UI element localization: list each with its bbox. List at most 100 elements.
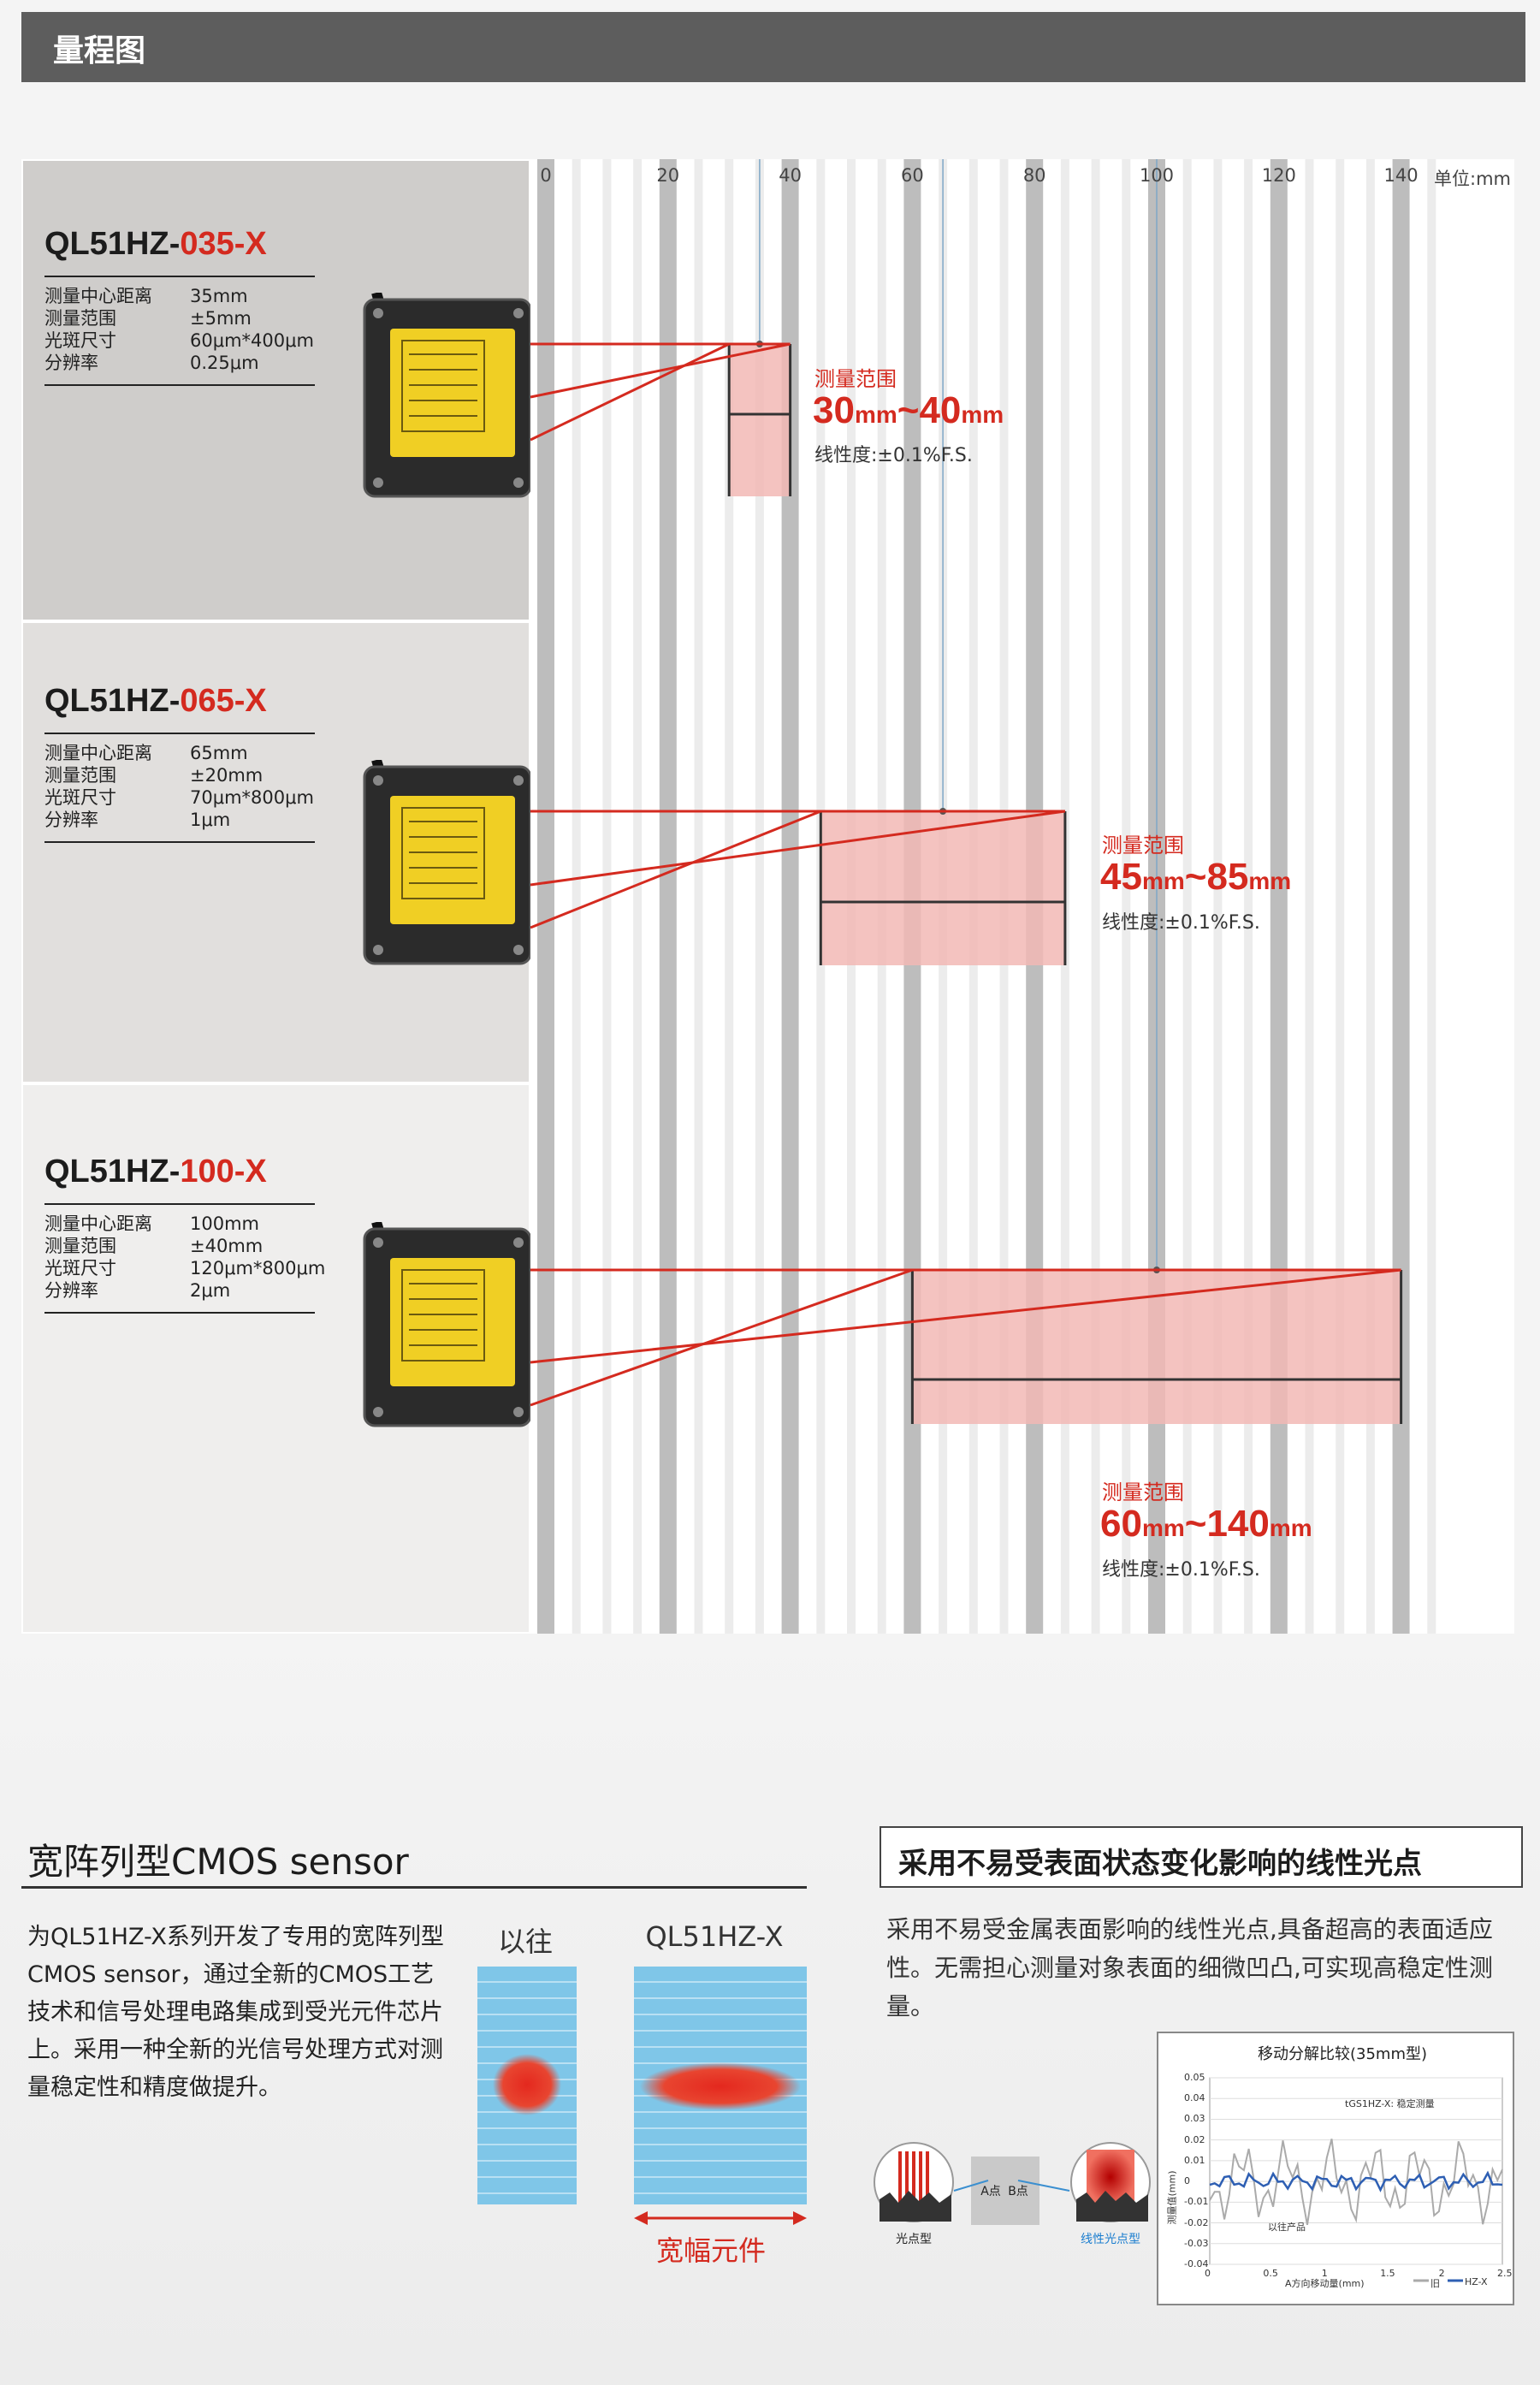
grid-major-stripe	[1392, 159, 1410, 1634]
grid-major-stripe	[537, 159, 554, 1634]
range-label-035: 测量范围	[814, 367, 897, 391]
spot-compare-diagram	[874, 2142, 1151, 2225]
grid-minor-stripe	[694, 159, 703, 1634]
mini-ytick-label: 0.02	[1184, 2133, 1205, 2145]
reflection-line	[530, 342, 730, 442]
reflection-line	[530, 1268, 1401, 1364]
mini-xtick-label: 2.5	[1497, 2268, 1513, 2279]
mini-plot-area	[1209, 2077, 1503, 2265]
mini-ytick-label: -0.01	[1184, 2196, 1209, 2208]
new-sensor-diagram	[634, 1967, 807, 2204]
range-label-100: 测量范围	[1102, 1480, 1184, 1504]
old-sensor-label: 以往	[497, 1925, 554, 1958]
new-sensor-label: QL51HZ-X	[645, 1920, 784, 1953]
grid-minor-stripe	[1122, 159, 1131, 1634]
axis-tick-label: 100	[1139, 165, 1175, 186]
mini-ylabel: 测量值(mm)	[1166, 2170, 1178, 2225]
grid-minor-stripe	[1305, 159, 1314, 1634]
reflection-line	[530, 810, 1066, 887]
linespot-title: 采用不易受表面状态变化影响的线性光点	[898, 1847, 1422, 1881]
mini-xtick-label: 0.5	[1263, 2268, 1278, 2279]
axis-unit-label: 单位:mm	[1434, 169, 1511, 189]
mini-series-new	[1209, 2170, 1503, 2192]
axis-tick-label: 20	[656, 165, 680, 186]
grid-minor-stripe	[1427, 159, 1436, 1634]
linearity-100: 线性度:±0.1%F.S.	[1102, 1559, 1260, 1581]
mini-ytick-label: -0.02	[1184, 2216, 1209, 2228]
model-divider	[44, 384, 315, 386]
mini-ytick-label: 0.03	[1184, 2113, 1205, 2125]
mini-ytick-label: 0.04	[1184, 2092, 1205, 2104]
model-name-065: QL51HZ-065-X	[44, 683, 267, 719]
grid-minor-stripe	[725, 159, 734, 1634]
mini-chart-title: 移动分解比较(35mm型)	[1258, 2045, 1428, 2063]
sensor-image-100	[363, 1222, 530, 1427]
linearity-035: 线性度:±0.1%F.S.	[814, 445, 973, 466]
axis-tick-label: 80	[1022, 165, 1046, 186]
mini-ytick-label: 0.01	[1184, 2154, 1205, 2166]
mini-legend-new: HZ-X	[1465, 2276, 1488, 2287]
dot-type-label: 光点型	[896, 2233, 932, 2246]
range-band	[912, 1270, 1401, 1424]
wide-element-label: 宽幅元件	[656, 2234, 767, 2267]
range-band	[729, 344, 791, 496]
reflection-line	[530, 1268, 913, 1407]
grid-minor-stripe	[1182, 159, 1192, 1634]
grid-major-stripe	[781, 159, 799, 1634]
grid-major-stripe	[659, 159, 677, 1634]
point-b-label: B点	[1008, 2185, 1028, 2198]
section-title: 量程图	[53, 33, 146, 68]
point-a-label: A点	[980, 2185, 1001, 2198]
axis-tick-label: 40	[779, 165, 802, 186]
mini-ytick-label: 0.05	[1184, 2072, 1205, 2083]
mini-xtick-label: 1	[1321, 2268, 1328, 2279]
mini-xlabel: A方向移动量(mm)	[1285, 2278, 1365, 2289]
model-divider	[44, 1203, 315, 1205]
section-header-bar	[21, 12, 1525, 82]
linespot-paragraph: 采用不易受金属表面影响的线性光点,具备超高的表面适应性。无需担心测量对象表面的细…	[886, 1915, 1493, 2020]
old-sensor-diagram	[477, 1967, 577, 2204]
mini-series-old	[1209, 2139, 1503, 2225]
model-divider	[44, 276, 315, 277]
reflection-line	[530, 342, 791, 399]
range-value-100: 60mm~140mm	[1100, 1503, 1312, 1545]
range-value-065: 45mm~85mm	[1100, 856, 1292, 898]
grid-minor-stripe	[755, 159, 764, 1634]
grid-minor-stripe	[1091, 159, 1100, 1634]
model-divider	[44, 1312, 315, 1314]
grid-major-stripe	[1270, 159, 1288, 1634]
grid-minor-stripe	[1365, 159, 1375, 1634]
axis-tick-label: 0	[540, 165, 552, 186]
mini-xtick-label: 1.5	[1380, 2268, 1395, 2279]
grid-minor-stripe	[1244, 159, 1253, 1634]
cmos-section-title: 宽阵列型CMOS sensor	[27, 1841, 409, 1883]
sensor-image-065	[363, 760, 530, 965]
axis-tick-label: 140	[1383, 165, 1419, 186]
linespot-title-box	[880, 1826, 1523, 1888]
cmos-paragraph: 为QL51HZ-X系列开发了专用的宽阵列型CMOS sensor，通过全新的CM…	[27, 1924, 444, 2101]
mini-ytick-label: -0.04	[1184, 2258, 1209, 2269]
mini-annot-old: 以往产品	[1268, 2222, 1306, 2233]
mini-ytick-label: 0	[1184, 2175, 1190, 2187]
mini-xtick-label: 0	[1205, 2268, 1211, 2279]
linearity-065: 线性度:±0.1%F.S.	[1102, 912, 1260, 934]
line-type-label: 线性光点型	[1081, 2233, 1140, 2246]
model-divider	[44, 841, 315, 843]
cmos-section-rule	[21, 1886, 807, 1889]
mini-ytick-label: -0.03	[1184, 2237, 1209, 2249]
model-name-100: QL51HZ-100-X	[44, 1154, 267, 1190]
mini-annot-new: tGS1HZ-X: 稳定测量	[1345, 2098, 1435, 2109]
range-value-035: 30mm~40mm	[813, 389, 1004, 431]
range-label-065: 测量范围	[1102, 834, 1184, 857]
grid-minor-stripe	[633, 159, 643, 1634]
mini-legend-old: 旧	[1430, 2278, 1440, 2289]
model-divider	[44, 733, 315, 734]
mini-xtick-label: 2	[1438, 2268, 1445, 2279]
range-band	[820, 811, 1065, 965]
sensor-image-035	[363, 293, 530, 498]
range-chart	[530, 159, 1436, 1634]
axis-tick-label: 60	[901, 165, 924, 186]
grid-minor-stripe	[1213, 159, 1223, 1634]
grid-minor-stripe	[1336, 159, 1345, 1634]
mini-chart-plot	[1209, 2077, 1503, 2282]
